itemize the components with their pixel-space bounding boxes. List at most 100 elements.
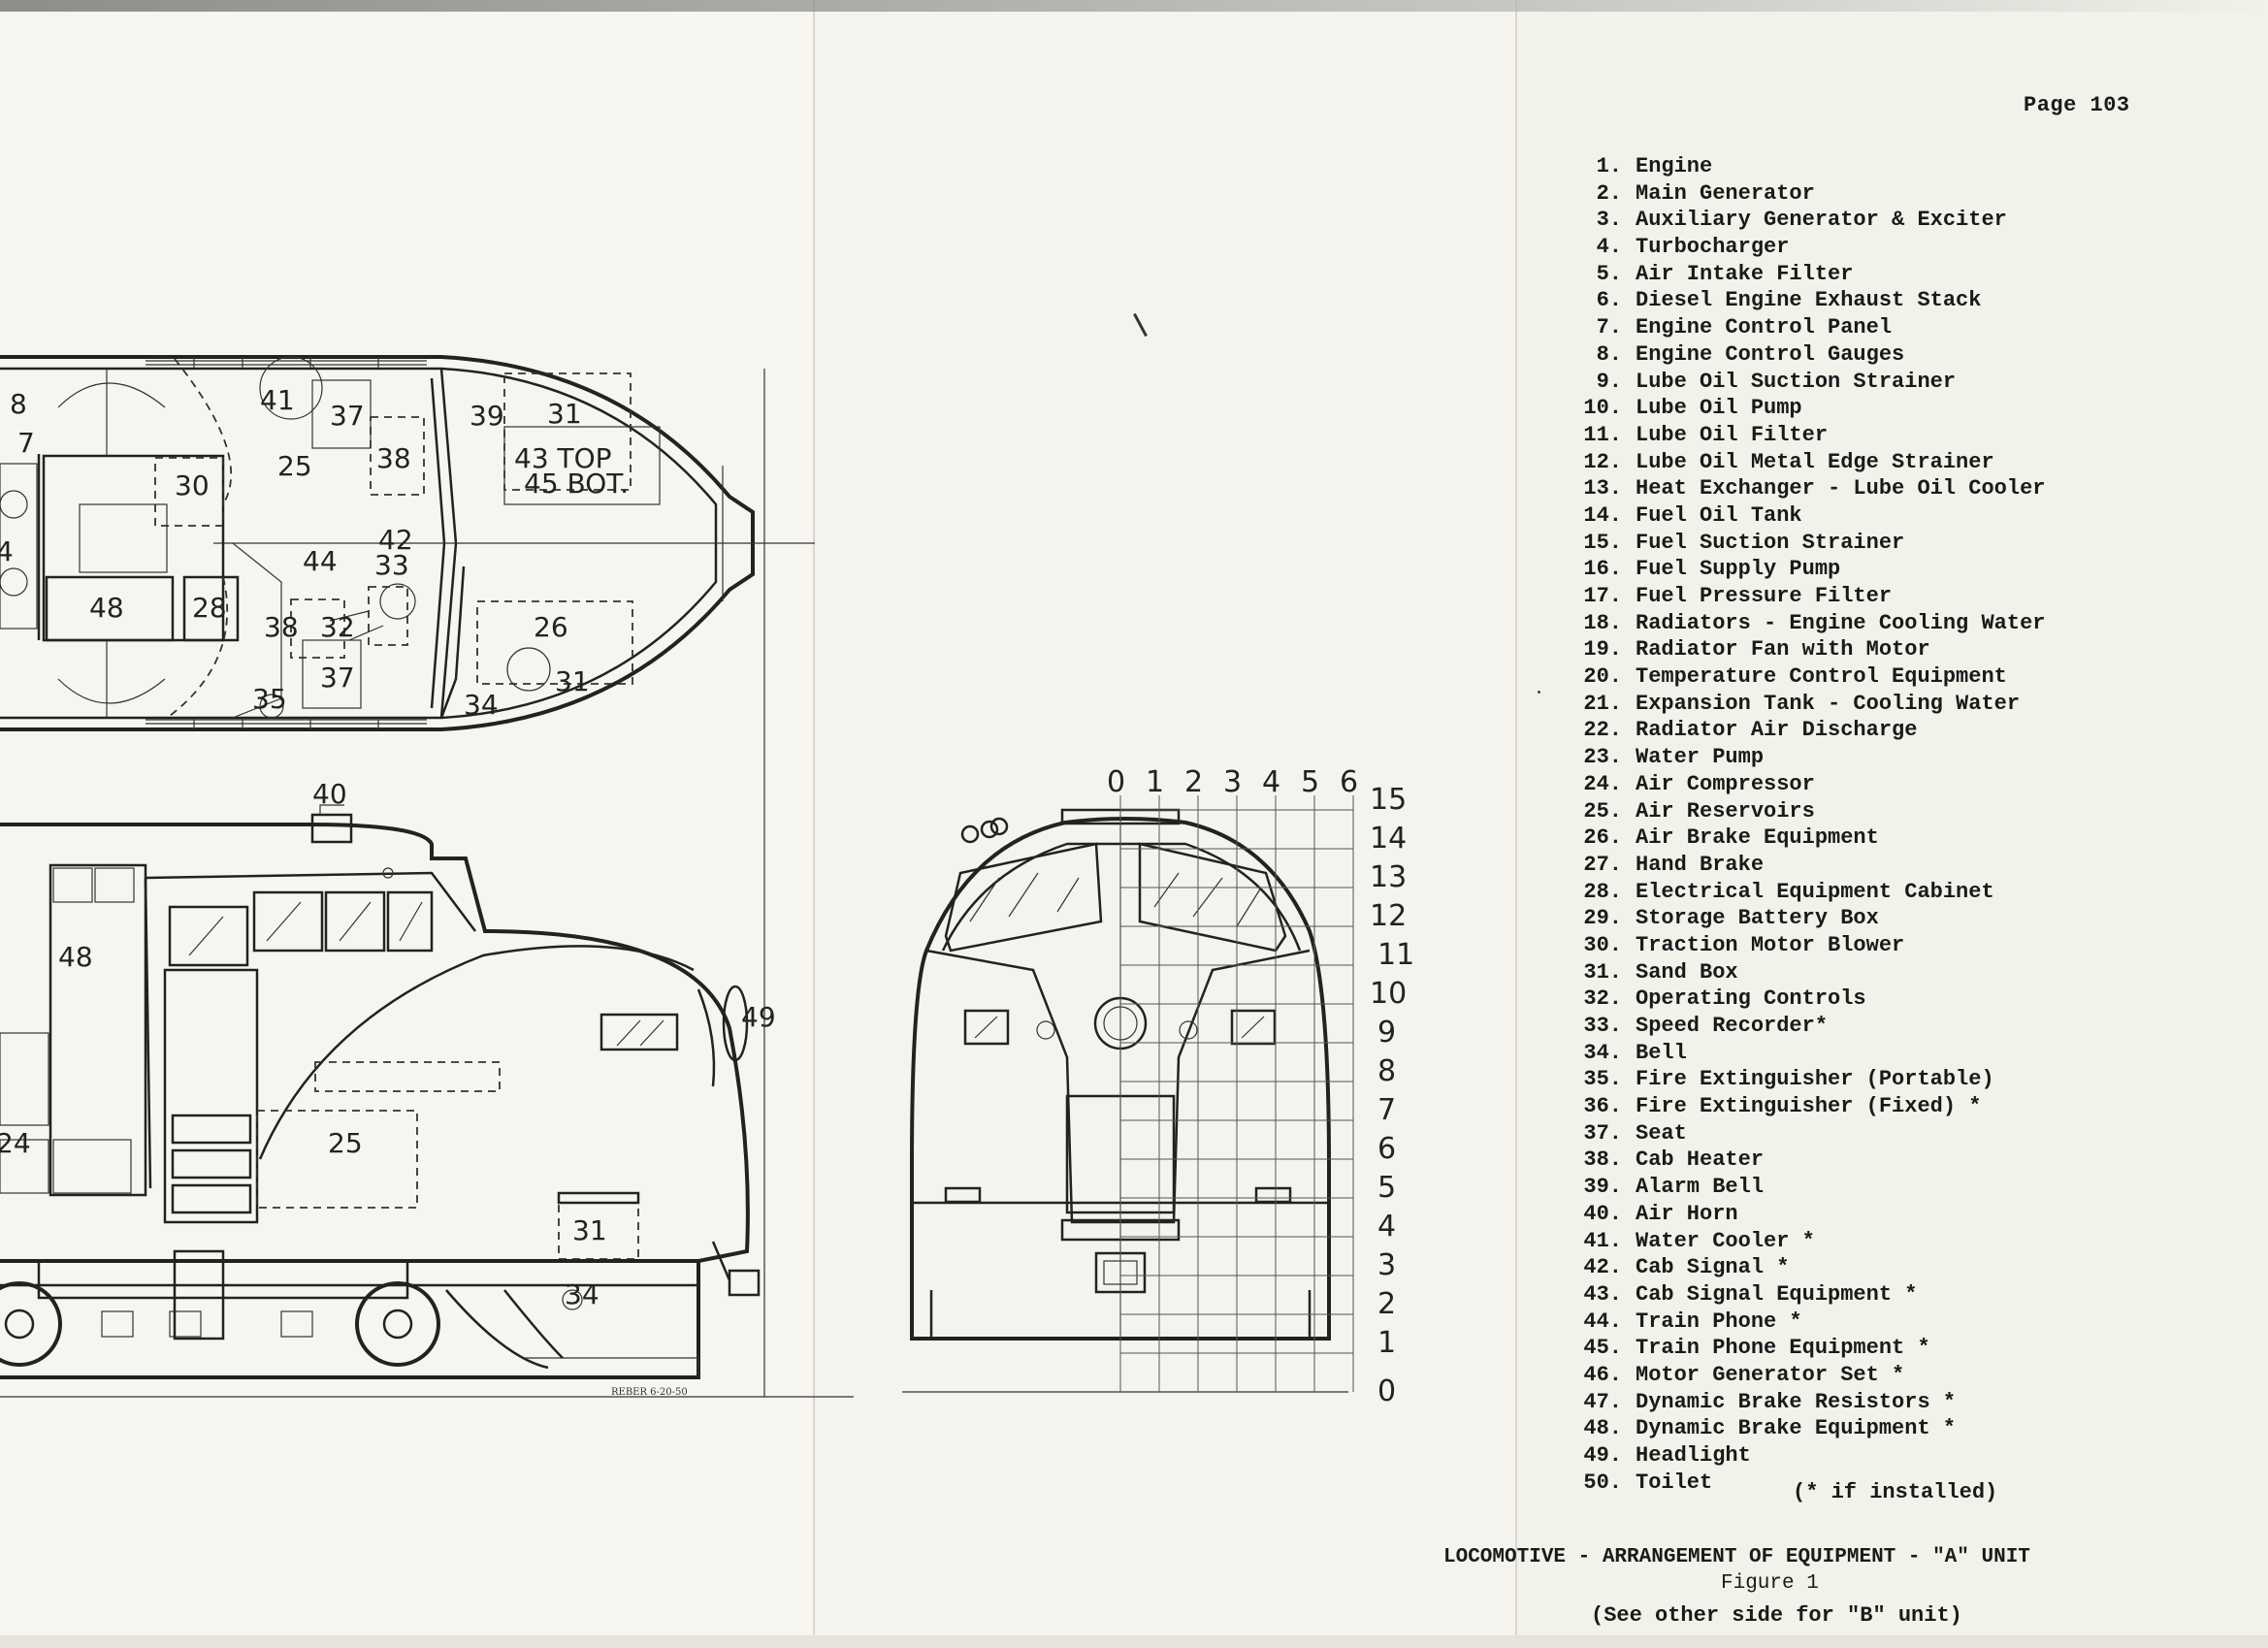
installed-footnote: (* if installed) bbox=[1793, 1480, 1998, 1504]
legend-number: 8. bbox=[1596, 341, 1622, 367]
legend-number: 1. bbox=[1596, 154, 1622, 178]
legend-label: Heat Exchanger - Lube Oil Cooler bbox=[1636, 476, 2046, 501]
side-label-31c: 31 bbox=[572, 1214, 607, 1246]
legend-label: Fuel Suction Strainer bbox=[1636, 530, 1905, 555]
scale-vertical: 15 14 13 12 11 10 9 8 7 6 5 4 3 2 1 0 bbox=[1370, 783, 1414, 1408]
legend-item: 49.Headlight bbox=[1570, 1442, 2045, 1470]
plan-label-41: 41 bbox=[260, 384, 295, 416]
side-label-48b: 48 bbox=[58, 941, 93, 973]
plan-label-45: 45 BOT. bbox=[524, 468, 629, 500]
front-view bbox=[902, 808, 1348, 1393]
scale-h-5: 5 bbox=[1301, 765, 1319, 799]
side-elevation-labels: 40 48 49 25 24 31 34 REBER 6-20-50 bbox=[0, 778, 854, 1398]
legend-item: 21.Expansion Tank - Cooling Water bbox=[1570, 691, 2045, 718]
legend-item: 35.Fire Extinguisher (Portable) bbox=[1570, 1066, 2045, 1093]
legend-item: 39.Alarm Bell bbox=[1570, 1174, 2045, 1201]
legend-label: Expansion Tank - Cooling Water bbox=[1636, 691, 2021, 716]
legend-item: 38.Cab Heater bbox=[1570, 1147, 2045, 1174]
legend-number: 41. bbox=[1583, 1228, 1622, 1253]
legend-number: 18. bbox=[1583, 610, 1622, 635]
scale-h-4: 4 bbox=[1262, 765, 1280, 799]
legend-number: 39. bbox=[1583, 1175, 1622, 1200]
plan-view bbox=[0, 355, 815, 731]
legend-label: Fire Extinguisher (Fixed) * bbox=[1636, 1094, 1982, 1119]
side-elevation bbox=[0, 804, 761, 1379]
legend-number: 48. bbox=[1583, 1416, 1622, 1441]
scale-v-10: 10 bbox=[1370, 977, 1407, 1011]
legend-number: 47. bbox=[1583, 1389, 1622, 1414]
scale-v-5: 5 bbox=[1377, 1171, 1396, 1205]
legend-item: 18.Radiators - Engine Cooling Water bbox=[1570, 610, 2045, 637]
legend-number: 16. bbox=[1583, 557, 1622, 582]
legend-item: 26.Air Brake Equipment bbox=[1570, 824, 2045, 852]
plan-label-37b: 37 bbox=[320, 662, 355, 694]
legend-number: 35. bbox=[1583, 1067, 1622, 1092]
legend-number: 4. bbox=[1596, 235, 1622, 260]
legend-label: Air Brake Equipment bbox=[1636, 825, 1879, 851]
legend-number: 50. bbox=[1583, 1470, 1622, 1495]
legend-label: Bell bbox=[1636, 1040, 1687, 1065]
legend-label: Sand Box bbox=[1636, 959, 1738, 985]
plan-label-8: 8 bbox=[10, 388, 27, 420]
legend-number: 15. bbox=[1583, 530, 1622, 555]
legend-label: Diesel Engine Exhaust Stack bbox=[1636, 288, 1982, 313]
scale-h-0: 0 bbox=[1107, 765, 1125, 799]
plan-label-28: 28 bbox=[192, 592, 227, 624]
scale-v-13: 13 bbox=[1370, 860, 1407, 894]
legend-item: 5.Air Intake Filter bbox=[1570, 261, 2045, 288]
scale-v-14: 14 bbox=[1370, 822, 1407, 856]
legend-label: Water Cooler * bbox=[1636, 1228, 1815, 1253]
legend-label: Lube Oil Metal Edge Strainer bbox=[1636, 449, 1994, 474]
legend-label: Fuel Pressure Filter bbox=[1636, 584, 1893, 608]
scale-v-7: 7 bbox=[1377, 1093, 1396, 1127]
legend-number: 40. bbox=[1583, 1201, 1622, 1226]
legend-number: 7. bbox=[1596, 315, 1622, 340]
legend-label: Fuel Oil Tank bbox=[1636, 502, 1802, 528]
bottom-edge bbox=[0, 1635, 2268, 1648]
legend-number: 9. bbox=[1596, 369, 1622, 394]
legend-item: 47.Dynamic Brake Resistors * bbox=[1570, 1389, 2045, 1416]
scale-v-1: 1 bbox=[1377, 1326, 1396, 1360]
equipment-legend: 1.Engine 2.Main Generator 3.Auxiliary Ge… bbox=[1570, 153, 2045, 1496]
legend-label: Lube Oil Pump bbox=[1636, 396, 1802, 421]
legend-number: 19. bbox=[1583, 637, 1622, 662]
legend-number: 37. bbox=[1583, 1120, 1622, 1146]
scale-grid bbox=[1119, 795, 1354, 1392]
figure-caption-title: LOCOMOTIVE - ARRANGEMENT OF EQUIPMENT - … bbox=[1443, 1546, 2030, 1568]
legend-number: 29. bbox=[1583, 906, 1622, 931]
legend-number: 30. bbox=[1583, 932, 1622, 957]
legend-label: Electrical Equipment Cabinet bbox=[1636, 879, 1994, 904]
scale-v-3: 3 bbox=[1377, 1248, 1396, 1282]
legend-number: 44. bbox=[1583, 1309, 1622, 1334]
legend-item: 46. Motor Generator Set * bbox=[1570, 1362, 2045, 1389]
plan-label-43: 43 TOP bbox=[514, 442, 612, 474]
legend-item: 36.Fire Extinguisher (Fixed) * bbox=[1570, 1093, 2045, 1120]
plan-label-37a: 37 bbox=[330, 400, 365, 432]
legend-label: Radiator Air Discharge bbox=[1636, 718, 1918, 743]
legend-label: Speed Recorder* bbox=[1636, 1014, 1829, 1038]
legend-label: Radiator Fan with Motor bbox=[1636, 637, 1930, 662]
plan-label-31a: 31 bbox=[547, 398, 582, 430]
side-label-40: 40 bbox=[312, 778, 347, 810]
legend-number: 20. bbox=[1583, 664, 1622, 690]
scale-v-6: 6 bbox=[1377, 1132, 1396, 1166]
legend-item: 33.Speed Recorder* bbox=[1570, 1013, 2045, 1040]
legend-label: Auxiliary Generator & Exciter bbox=[1636, 208, 2007, 233]
figure-caption-note: (See other side for "B" unit) bbox=[1591, 1603, 1962, 1628]
legend-item: 4.Turbocharger bbox=[1570, 234, 2045, 261]
legend-item: 3. Auxiliary Generator & Exciter bbox=[1570, 207, 2045, 234]
legend-label: Cab Signal * bbox=[1636, 1255, 1790, 1280]
legend-label: Air Horn bbox=[1636, 1201, 1738, 1226]
plan-label-42: 42 bbox=[378, 524, 413, 556]
legend-item: 6.Diesel Engine Exhaust Stack bbox=[1570, 287, 2045, 314]
scale-h-1: 1 bbox=[1146, 765, 1164, 799]
legend-label: Motor Generator Set * bbox=[1636, 1362, 1905, 1387]
legend-label: Hand Brake bbox=[1636, 852, 1765, 877]
legend-label: Air Reservoirs bbox=[1636, 798, 1815, 824]
legend-number: 3. bbox=[1596, 208, 1622, 233]
legend-item: 25.Air Reservoirs bbox=[1570, 798, 2045, 825]
legend-number: 42. bbox=[1583, 1255, 1622, 1280]
legend-number: 46. bbox=[1583, 1362, 1622, 1387]
legend-item: 13.Heat Exchanger - Lube Oil Cooler bbox=[1570, 475, 2045, 502]
